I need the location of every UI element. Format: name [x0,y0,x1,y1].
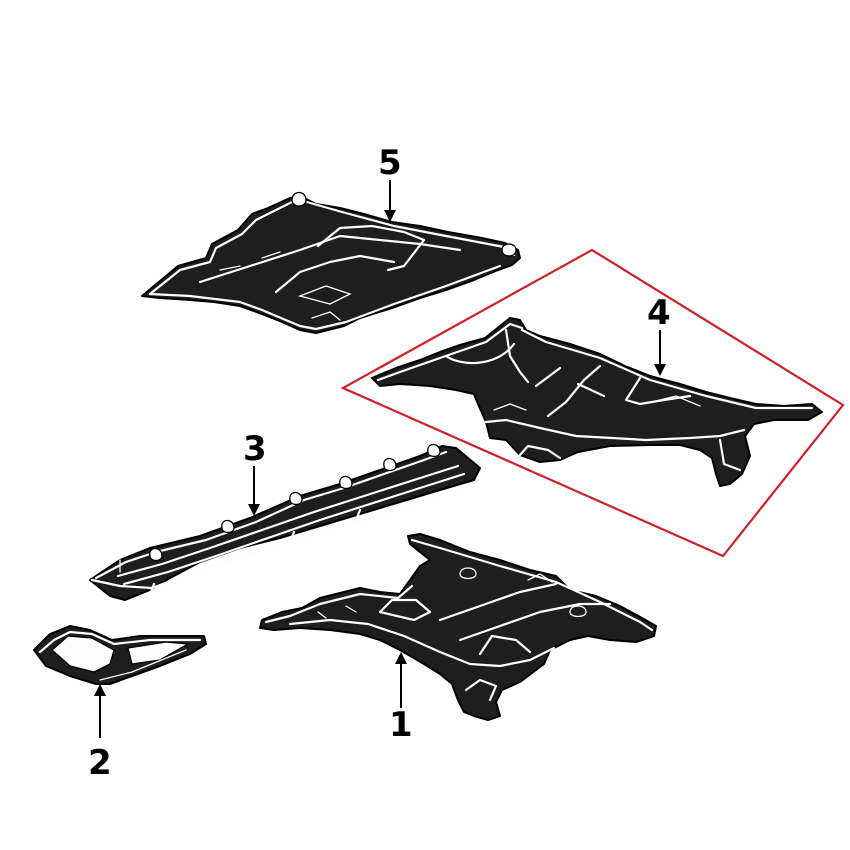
part-1-front-floor-pan[interactable] [259,533,657,721]
callout-4-leader [654,330,666,376]
part-3-floor-rail[interactable] [89,443,481,601]
callout-number-1: 1 [389,705,413,745]
callout-2-leader [94,684,106,738]
callout-number-4: 4 [647,293,671,333]
callout-number-5: 5 [378,143,402,183]
callout-5-leader [384,180,396,222]
callout-number-2: 2 [88,743,112,783]
part-5-rear-floor-pan[interactable] [141,191,521,334]
part-4-center-floor-pan[interactable] [371,317,823,487]
callout-number-3: 3 [243,429,267,469]
part-4-highlight-frame [340,248,845,558]
part-2-bracket-plate[interactable] [33,625,207,685]
callout-1-leader [395,652,407,708]
callout-3-leader [248,466,260,516]
